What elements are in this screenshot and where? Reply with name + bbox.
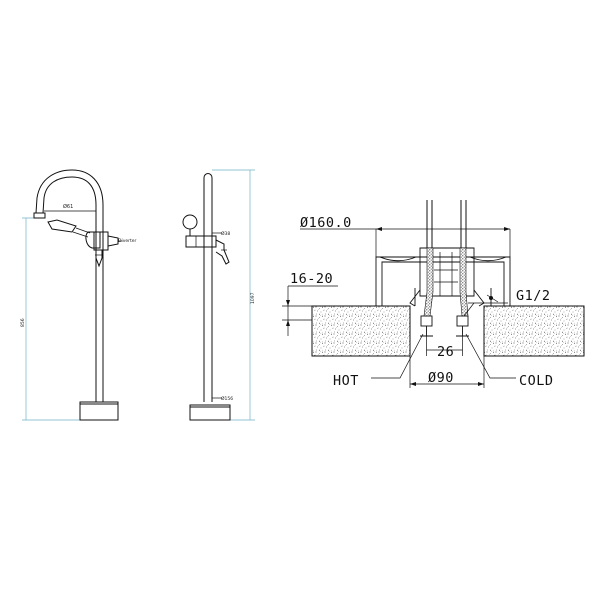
- installation-detail: Ø160.0 16-20 G1/2 26 Ø90 HOT COLD: [282, 200, 585, 389]
- side-lever: [215, 239, 230, 265]
- floor-slab-right: [483, 305, 585, 357]
- spout-aerator: [33, 212, 46, 219]
- spacing-label: 26: [437, 344, 454, 360]
- front-view: 856 Ø61 Diverter: [20, 169, 137, 421]
- mounting-box-lip-left: [379, 256, 417, 262]
- inner-body: [419, 247, 475, 297]
- mounting-box-lip-right: [469, 256, 507, 262]
- side-body-diameter-label: Ø38: [221, 230, 230, 237]
- spout-inner: [42, 176, 97, 402]
- floor-thickness-label: 16-20: [290, 271, 333, 287]
- front-handle: [95, 250, 103, 268]
- side-height-label: 1097: [250, 292, 256, 304]
- side-mixer-body: [185, 235, 217, 248]
- front-base: [79, 401, 119, 421]
- side-handle-ball: [182, 214, 198, 230]
- inner-body-ribs: [439, 252, 453, 296]
- mounting-box-inner: [381, 261, 505, 306]
- hole-diameter-label: Ø90: [428, 370, 454, 386]
- cold-hose: [459, 247, 469, 317]
- floor-slab-left: [311, 305, 411, 357]
- diverter-label: Diverter: [118, 238, 137, 244]
- thread-label: G1/2: [516, 288, 551, 304]
- screw-right-slot: [486, 294, 499, 303]
- cold-connector: [456, 315, 469, 327]
- cold-label: COLD: [519, 373, 554, 389]
- hand-shower-head: [47, 219, 77, 233]
- bracket-left: [409, 289, 421, 307]
- diverter-knob: [107, 235, 119, 247]
- spout-diameter-label: Ø61: [63, 203, 73, 210]
- spout-outer: [35, 169, 104, 402]
- hot-leader: [371, 333, 424, 379]
- bracket-right: [473, 289, 485, 307]
- hot-label: HOT: [333, 373, 359, 389]
- front-height-label: 856: [20, 318, 26, 327]
- floor-dim-arrows: [286, 300, 290, 326]
- shower-holder: [85, 231, 101, 249]
- side-base: [189, 404, 231, 421]
- hot-connector: [420, 315, 433, 327]
- cold-leader: [465, 333, 516, 379]
- side-base-diameter-label: Ø156: [221, 395, 233, 402]
- mounting-box: [375, 256, 511, 306]
- mixer-body: [93, 231, 109, 251]
- side-view: 1097 Ø38 Ø156: [182, 169, 256, 421]
- hot-hose: [423, 247, 434, 317]
- inner-body-bands: [434, 269, 458, 283]
- side-pipe-top: [203, 173, 213, 179]
- cover-diameter-label: Ø160.0: [300, 215, 352, 231]
- thread-leader-diag: [463, 302, 475, 317]
